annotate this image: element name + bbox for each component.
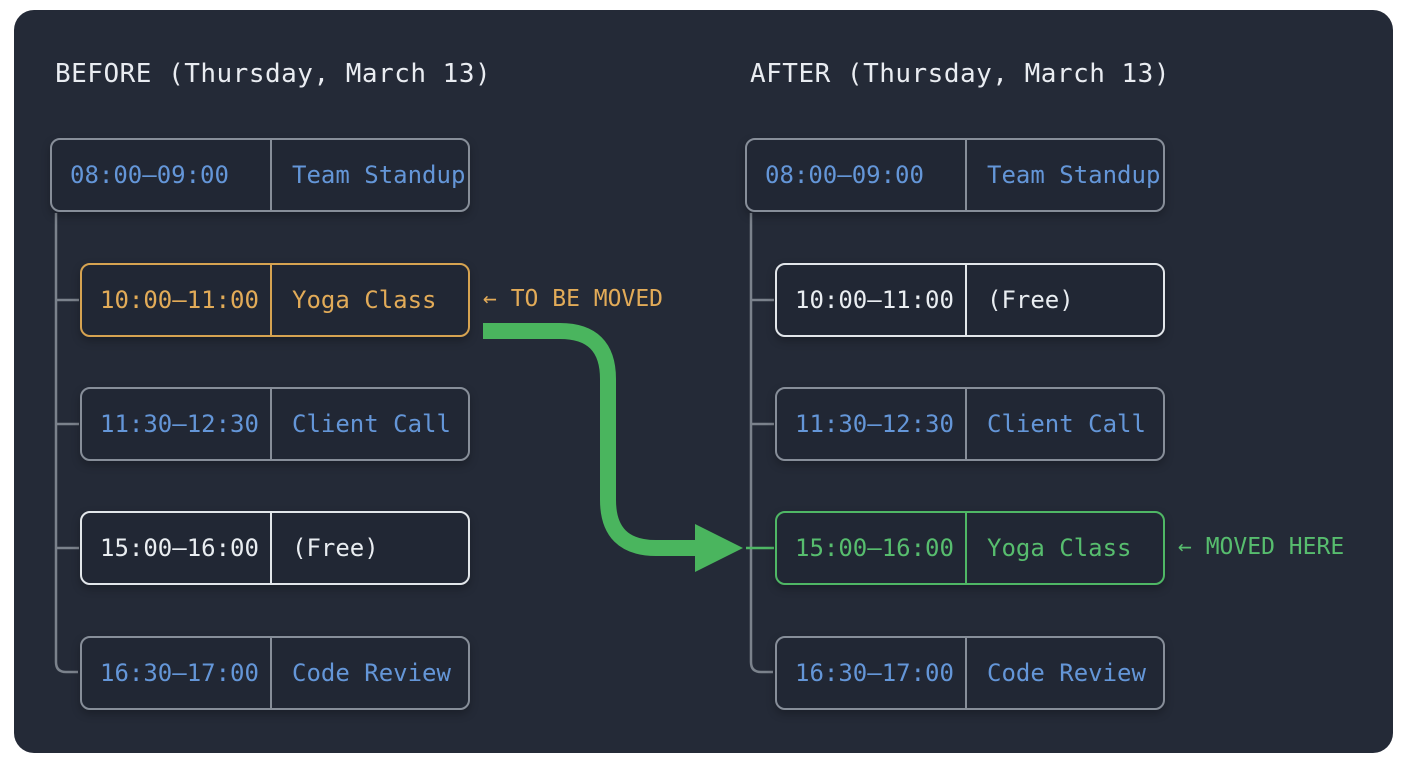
- slot-time: 11:30–12:30: [82, 389, 272, 459]
- slot-title: Client Call: [292, 410, 451, 438]
- before-slot-client-call: 11:30–12:30 Client Call: [80, 387, 470, 461]
- slot-time: 16:30–17:00: [82, 638, 272, 708]
- before-slot-yoga-class: 10:00–11:00 Yoga Class: [80, 263, 470, 337]
- after-slot-team-standup: 08:00–09:00 Team Standup: [745, 138, 1165, 212]
- slot-title: Yoga Class: [292, 286, 437, 314]
- slot-title: Yoga Class: [987, 534, 1132, 562]
- slot-time: 15:00–16:00: [82, 513, 272, 583]
- to-be-moved-annotation: ← TO BE MOVED: [483, 286, 664, 312]
- slot-title: Code Review: [292, 659, 451, 687]
- before-slot-code-review: 16:30–17:00 Code Review: [80, 636, 470, 710]
- after-slot-yoga-class: 15:00–16:00 Yoga Class: [775, 511, 1165, 585]
- slot-title: Team Standup: [987, 161, 1161, 189]
- slot-title: Team Standup: [292, 161, 466, 189]
- slot-time: 08:00–09:00: [747, 140, 967, 210]
- before-title: BEFORE (Thursday, March 13): [55, 59, 492, 89]
- slot-time: 10:00–11:00: [82, 265, 272, 335]
- after-title: AFTER (Thursday, March 13): [750, 59, 1170, 89]
- after-slot-code-review: 16:30–17:00 Code Review: [775, 636, 1165, 710]
- moved-here-annotation: ← MOVED HERE: [1178, 534, 1345, 560]
- slot-title: Code Review: [987, 659, 1146, 687]
- slot-title: (Free): [292, 534, 379, 562]
- slot-time: 15:00–16:00: [777, 513, 967, 583]
- after-slot-client-call: 11:30–12:30 Client Call: [775, 387, 1165, 461]
- slot-time: 08:00–09:00: [52, 140, 272, 210]
- slot-time: 11:30–12:30: [777, 389, 967, 459]
- slot-title: Client Call: [987, 410, 1146, 438]
- before-slot-free: 15:00–16:00 (Free): [80, 511, 470, 585]
- slot-title: (Free): [987, 286, 1074, 314]
- slot-time: 16:30–17:00: [777, 638, 967, 708]
- before-slot-team-standup: 08:00–09:00 Team Standup: [50, 138, 470, 212]
- after-slot-free: 10:00–11:00 (Free): [775, 263, 1165, 337]
- slot-time: 10:00–11:00: [777, 265, 967, 335]
- diagram-panel: [14, 10, 1393, 753]
